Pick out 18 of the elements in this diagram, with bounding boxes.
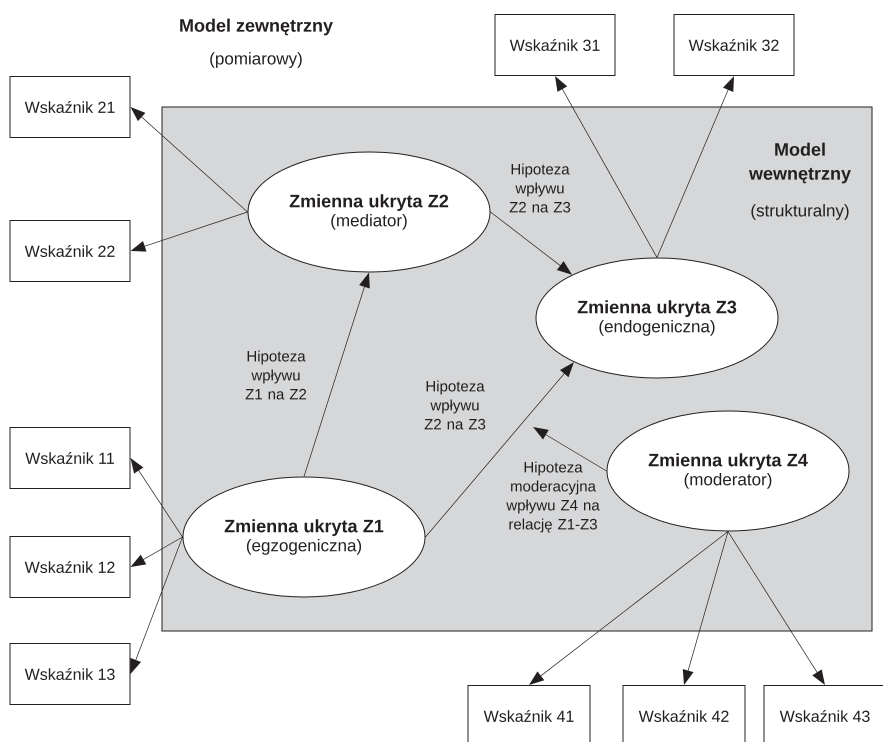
- arrow: [529, 531, 728, 685]
- edge-label: Hipoteza moderacyjna wpływu Z4 na relację Z1-Z3: [506, 462, 600, 532]
- indicator-box: Wskaźnik 43: [764, 685, 883, 742]
- indicator-box: Wskaźnik 31: [494, 14, 616, 76]
- indicator-box: Wskaźnik 42: [622, 685, 746, 742]
- edge-label: Hipoteza wpływu Z1 na Z2: [235, 350, 317, 401]
- edge-label: Hipoteza wpływu Z2 na Z3: [414, 380, 496, 431]
- indicator-box: Wskaźnik 12: [10, 536, 130, 598]
- heading: Model zewnętrzny: [180, 18, 333, 36]
- subheading: (pomiarowy): [210, 52, 302, 68]
- edge-label: Hipoteza wpływu Z2 na Z3: [499, 162, 581, 214]
- arrow: [130, 107, 248, 212]
- indicator-box: Wskaźnik 13: [10, 643, 130, 705]
- indicator-box: Wskaźnik 32: [674, 14, 794, 76]
- indicator-box: Wskaźnik 22: [10, 220, 130, 282]
- indicator-box: Wskaźnik 21: [10, 76, 130, 138]
- indicator-box: Wskaźnik 11: [10, 427, 130, 489]
- indicator-box: Wskaźnik 41: [468, 685, 590, 742]
